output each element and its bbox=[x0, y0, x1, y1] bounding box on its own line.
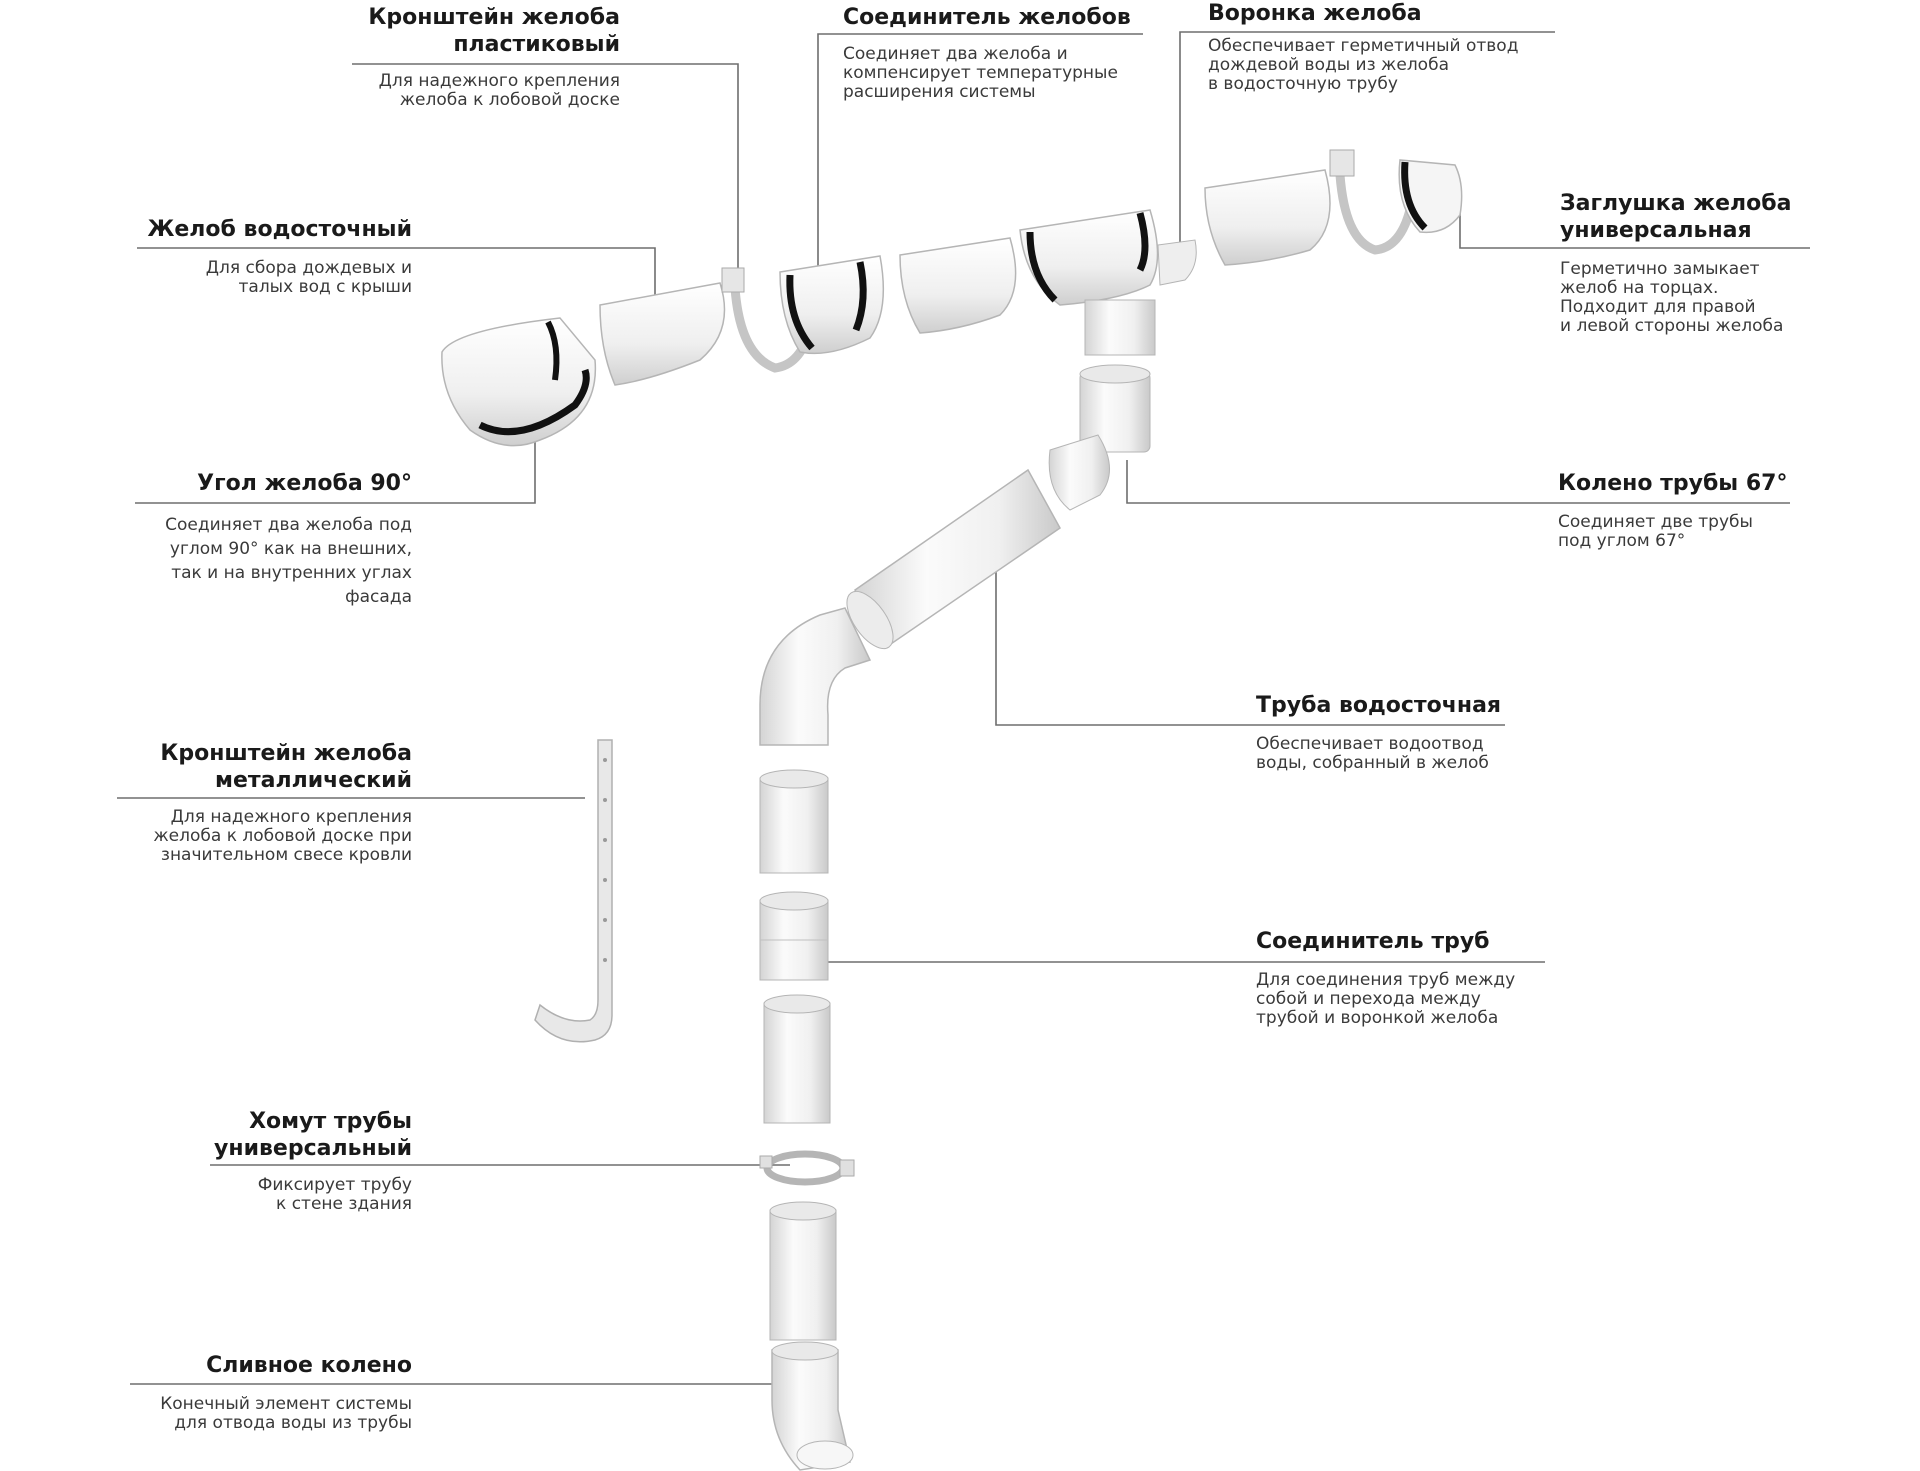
callout-description: Обеспечивает герметичный отвод дождевой … bbox=[1208, 36, 1519, 94]
callout-gutter: Желоб водосточный Для сбора дождевых и т… bbox=[110, 216, 412, 297]
callout-title: Соединитель труб bbox=[1256, 929, 1490, 954]
metal-bracket-part bbox=[534, 739, 613, 1043]
outlet-elbow-part bbox=[771, 1341, 854, 1471]
leader-lines bbox=[117, 31, 1810, 1385]
callout-title: Соединитель желобов bbox=[843, 5, 1131, 30]
leader-gutter-connector bbox=[817, 33, 1143, 278]
callout-description: Для надежного крепления желоба к лобовой… bbox=[378, 71, 620, 110]
callout-title: Сливное колено bbox=[206, 1353, 412, 1378]
callout-title: Кронштейн желоба пластиковый bbox=[368, 5, 620, 57]
callout-gutter-connector: Соединитель желобов Соединяет два желоба… bbox=[843, 4, 1173, 102]
leader-elbow-67 bbox=[1126, 460, 1790, 504]
callout-title: Хомут трубы универсальный bbox=[214, 1109, 412, 1161]
callout-elbow-67: Колено трубы 67° Соединяет две трубы под… bbox=[1558, 470, 1878, 551]
callout-description: Для соединения труб между собой и перехо… bbox=[1256, 970, 1516, 1028]
elbow-67-part bbox=[1048, 364, 1151, 511]
callout-bracket-plastic: Кронштейн желоба пластиковый Для надежно… bbox=[290, 4, 620, 110]
callout-funnel: Воронка желоба Обеспечивает герметичный … bbox=[1208, 0, 1578, 94]
end-cap-part bbox=[1398, 159, 1463, 234]
callout-bracket-metal: Кронштейн желоба металлический Для надеж… bbox=[90, 740, 412, 865]
gutter-connector-part bbox=[779, 255, 885, 355]
callout-title: Воронка желоба bbox=[1208, 1, 1422, 26]
callout-description: Фиксирует трубу к стене здания bbox=[257, 1175, 412, 1214]
plastic-bracket-part-2 bbox=[1329, 149, 1415, 255]
callout-pipe-connector: Соединитель труб Для соединения труб меж… bbox=[1256, 928, 1576, 1028]
leader-downpipe bbox=[995, 560, 1505, 726]
leader-corner-90 bbox=[135, 440, 536, 504]
gutter-segment-2 bbox=[899, 237, 1017, 334]
corner-90-part bbox=[441, 317, 597, 447]
leader-bracket-plastic bbox=[352, 63, 739, 270]
vertical-pipe-3 bbox=[769, 1201, 837, 1341]
funnel-part bbox=[1019, 209, 1197, 356]
callout-title: Желоб водосточный bbox=[147, 217, 412, 242]
callout-description: Соединяет две трубы под углом 67° bbox=[1558, 512, 1753, 551]
callout-corner-90: Угол желоба 90° Соединяет два желоба под… bbox=[110, 470, 412, 609]
pipe-clamp-part bbox=[759, 1150, 855, 1186]
downpipe-assembly bbox=[759, 364, 1151, 1471]
callout-title: Кронштейн желоба металлический bbox=[160, 741, 412, 793]
callout-description: Герметично замыкает желоб на торцах. Под… bbox=[1560, 259, 1784, 336]
leader-funnel bbox=[1179, 31, 1555, 250]
callout-description: Для надежного крепления желоба к лобовой… bbox=[153, 807, 412, 865]
callout-title: Колено трубы 67° bbox=[1558, 471, 1788, 496]
callout-description: Соединяет два желоба и компенсирует темп… bbox=[843, 44, 1118, 102]
callout-description: Соединяет два желоба под углом 90° как н… bbox=[165, 515, 412, 607]
pipe-connector-part bbox=[759, 891, 829, 981]
gutter-run bbox=[441, 149, 1463, 447]
callout-description: Обеспечивает водоотвод воды, собранный в… bbox=[1256, 734, 1489, 773]
callout-end-cap: Заглушка желоба универсальная Герметично… bbox=[1560, 190, 1890, 336]
lower-elbow-part bbox=[759, 607, 872, 746]
callout-description: Для сбора дождевых и талых вод с крыши bbox=[205, 258, 412, 297]
vertical-pipe-2 bbox=[763, 994, 831, 1124]
callout-description: Конечный элемент системы для отвода воды… bbox=[160, 1394, 412, 1433]
gutter-segment-3 bbox=[1204, 169, 1331, 266]
gutter-segment-1 bbox=[599, 282, 726, 386]
callout-title: Угол желоба 90° bbox=[197, 471, 412, 496]
callout-downpipe: Труба водосточная Обеспечивает водоотвод… bbox=[1256, 692, 1576, 773]
callout-title: Заглушка желоба универсальная bbox=[1560, 191, 1792, 243]
callout-title: Труба водосточная bbox=[1256, 693, 1502, 718]
vertical-pipe-1 bbox=[759, 769, 829, 874]
callout-pipe-clamp: Хомут трубы универсальный Фиксирует труб… bbox=[110, 1108, 412, 1214]
callout-outlet-elbow: Сливное колено Конечный элемент системы … bbox=[110, 1352, 412, 1433]
